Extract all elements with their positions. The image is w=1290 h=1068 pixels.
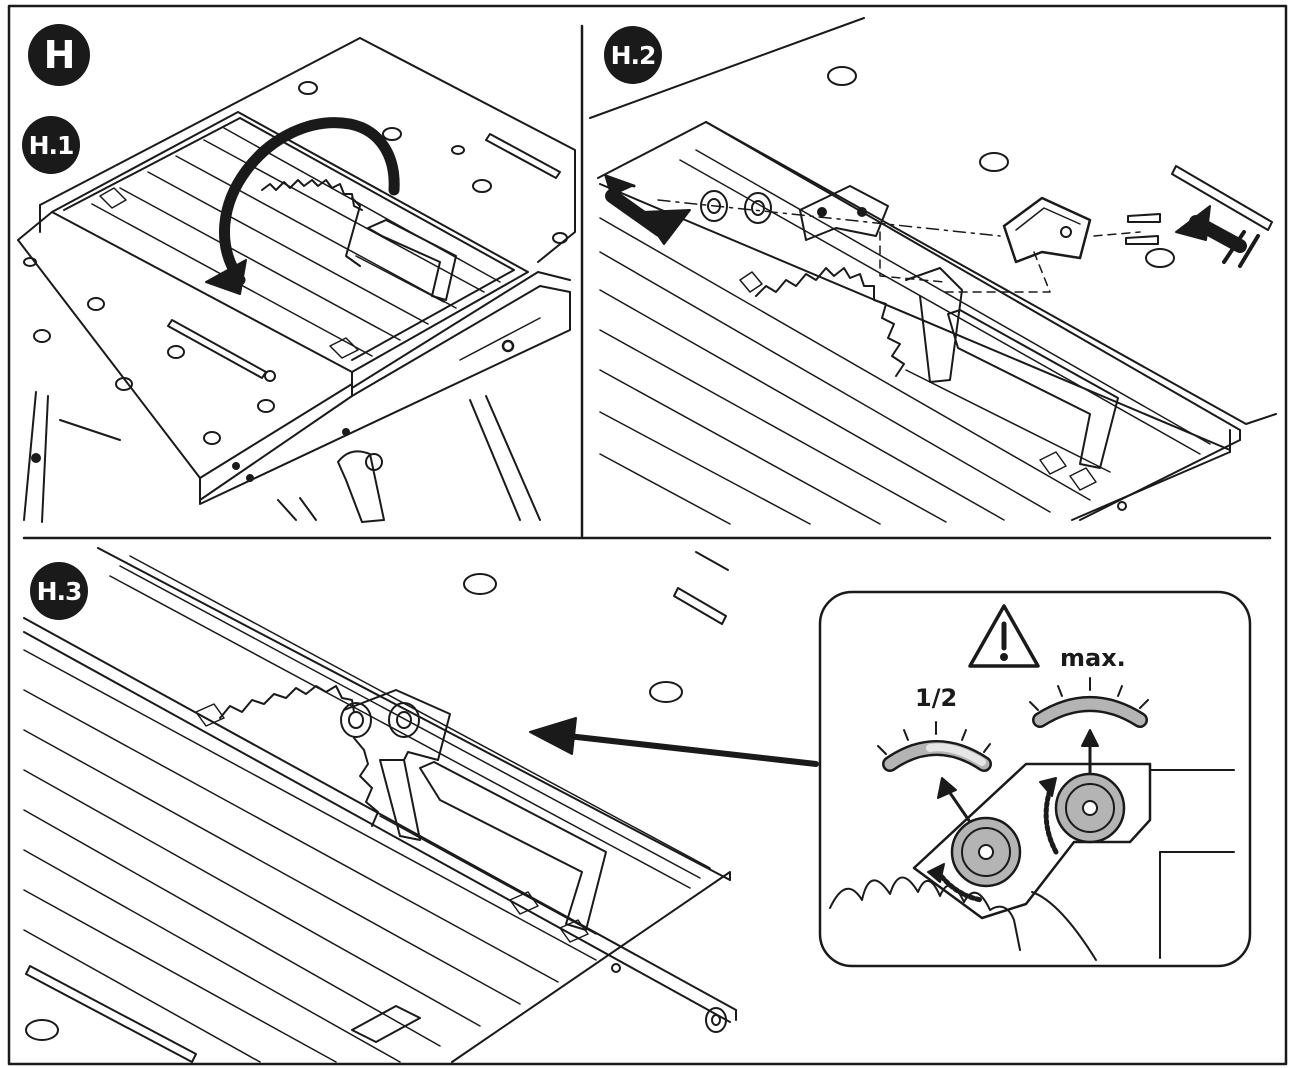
- panel-h3-drawing: [23, 547, 819, 1063]
- panel-h2-drawing: [589, 17, 1277, 525]
- outer-border: [7, 4, 1288, 1066]
- step-badge-h2: H.2: [604, 26, 662, 84]
- setting-half-label: 1/2: [915, 684, 958, 712]
- panel-h1-drawing: [17, 37, 576, 523]
- warning-triangle-icon: [968, 604, 1040, 668]
- setting-max-label: max.: [1060, 644, 1126, 672]
- detail-inset: [818, 590, 1252, 968]
- step-badge-h3: H.3: [30, 562, 88, 620]
- step-badge-h1: H.1: [22, 116, 80, 174]
- step-badge-h: H: [28, 24, 90, 86]
